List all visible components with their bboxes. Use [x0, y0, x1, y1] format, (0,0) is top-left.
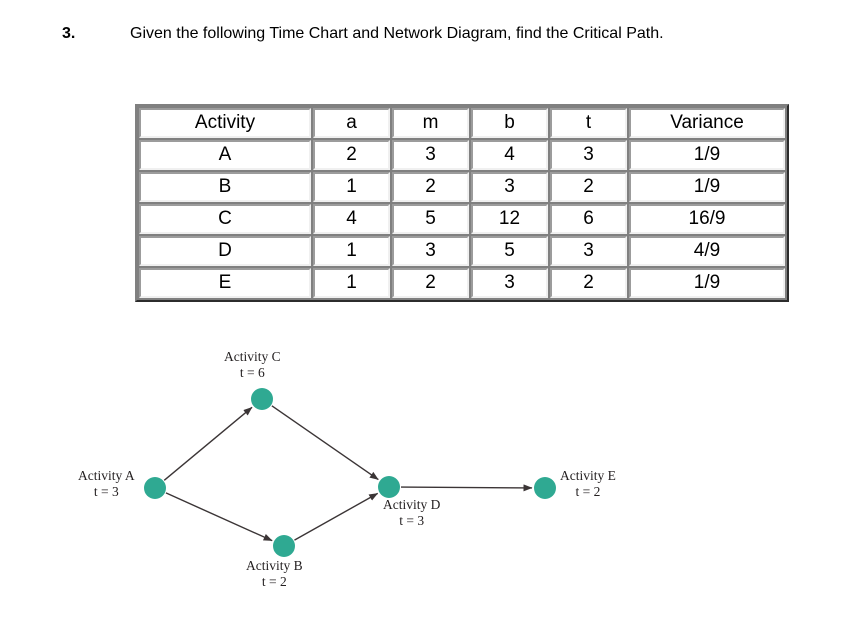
- node-label-duration: t = 2: [575, 484, 601, 499]
- diagram-edge-d-to-e: [400, 484, 533, 492]
- table-cell: 3: [471, 268, 548, 298]
- question-text: Given the following Time Chart and Netwo…: [130, 25, 664, 42]
- node-label-duration: t = 3: [93, 484, 119, 499]
- table-cell: 2: [550, 172, 627, 202]
- table-cell: 1/9: [629, 268, 785, 298]
- table-cell: 3: [392, 140, 469, 170]
- table-cell: C: [139, 204, 311, 234]
- table-header-cell: Activity: [139, 108, 311, 138]
- network-diagram-canvas: [144, 388, 556, 557]
- table-cell: 2: [392, 172, 469, 202]
- table-cell: 1: [313, 172, 390, 202]
- table-cell: 3: [471, 172, 548, 202]
- table-cell: 6: [550, 204, 627, 234]
- node-label-duration: t = 2: [261, 574, 287, 589]
- table-cell: 5: [392, 204, 469, 234]
- question-number: 3.: [62, 25, 76, 42]
- table-cell: 3: [550, 140, 627, 170]
- diagram-edge-c-to-d: [271, 405, 379, 481]
- table-cell: 3: [392, 236, 469, 266]
- table-header-cell: b: [471, 108, 548, 138]
- node-label-name: Activity A: [78, 468, 135, 483]
- node-label-name: Activity E: [560, 468, 616, 483]
- table-cell: 1/9: [629, 172, 785, 202]
- table-header-cell: t: [550, 108, 627, 138]
- diagram-edge-a-to-b: [165, 492, 273, 542]
- table-header-cell: Variance: [629, 108, 785, 138]
- diagram-node-a: [144, 477, 166, 499]
- diagram-edge-a-to-c: [163, 406, 253, 481]
- table-cell: 2: [550, 268, 627, 298]
- table-cell: 1: [313, 268, 390, 298]
- table-cell: 4/9: [629, 236, 785, 266]
- node-label-name: Activity B: [246, 558, 303, 573]
- diagram-node-e: [534, 477, 556, 499]
- table-cell: 2: [313, 140, 390, 170]
- table-cell: D: [139, 236, 311, 266]
- edge-layer: [163, 405, 533, 542]
- table-cell: 5: [471, 236, 548, 266]
- table-cell: 12: [471, 204, 548, 234]
- table-header-cell: m: [392, 108, 469, 138]
- node-label-name: Activity C: [224, 349, 281, 364]
- diagram-node-b: [273, 535, 295, 557]
- node-label-duration: t = 3: [399, 513, 425, 528]
- question-line: 3. Given the following Time Chart and Ne…: [0, 24, 844, 50]
- diagram-edge-b-to-d: [294, 492, 379, 541]
- table-cell: 2: [392, 268, 469, 298]
- table-cell: 1/9: [629, 140, 785, 170]
- diagram-node-c: [251, 388, 273, 410]
- diagram-node-d: [378, 476, 400, 498]
- node-layer: [144, 388, 556, 557]
- node-label-name: Activity D: [383, 497, 441, 512]
- table-cell: 3: [550, 236, 627, 266]
- table-cell: B: [139, 172, 311, 202]
- table-cell: 1: [313, 236, 390, 266]
- table-cell: 4: [313, 204, 390, 234]
- table-cell: 16/9: [629, 204, 785, 234]
- table-cell: A: [139, 140, 311, 170]
- table-cell: E: [139, 268, 311, 298]
- table-header-cell: a: [313, 108, 390, 138]
- node-label-duration: t = 6: [239, 365, 265, 380]
- table-cell: 4: [471, 140, 548, 170]
